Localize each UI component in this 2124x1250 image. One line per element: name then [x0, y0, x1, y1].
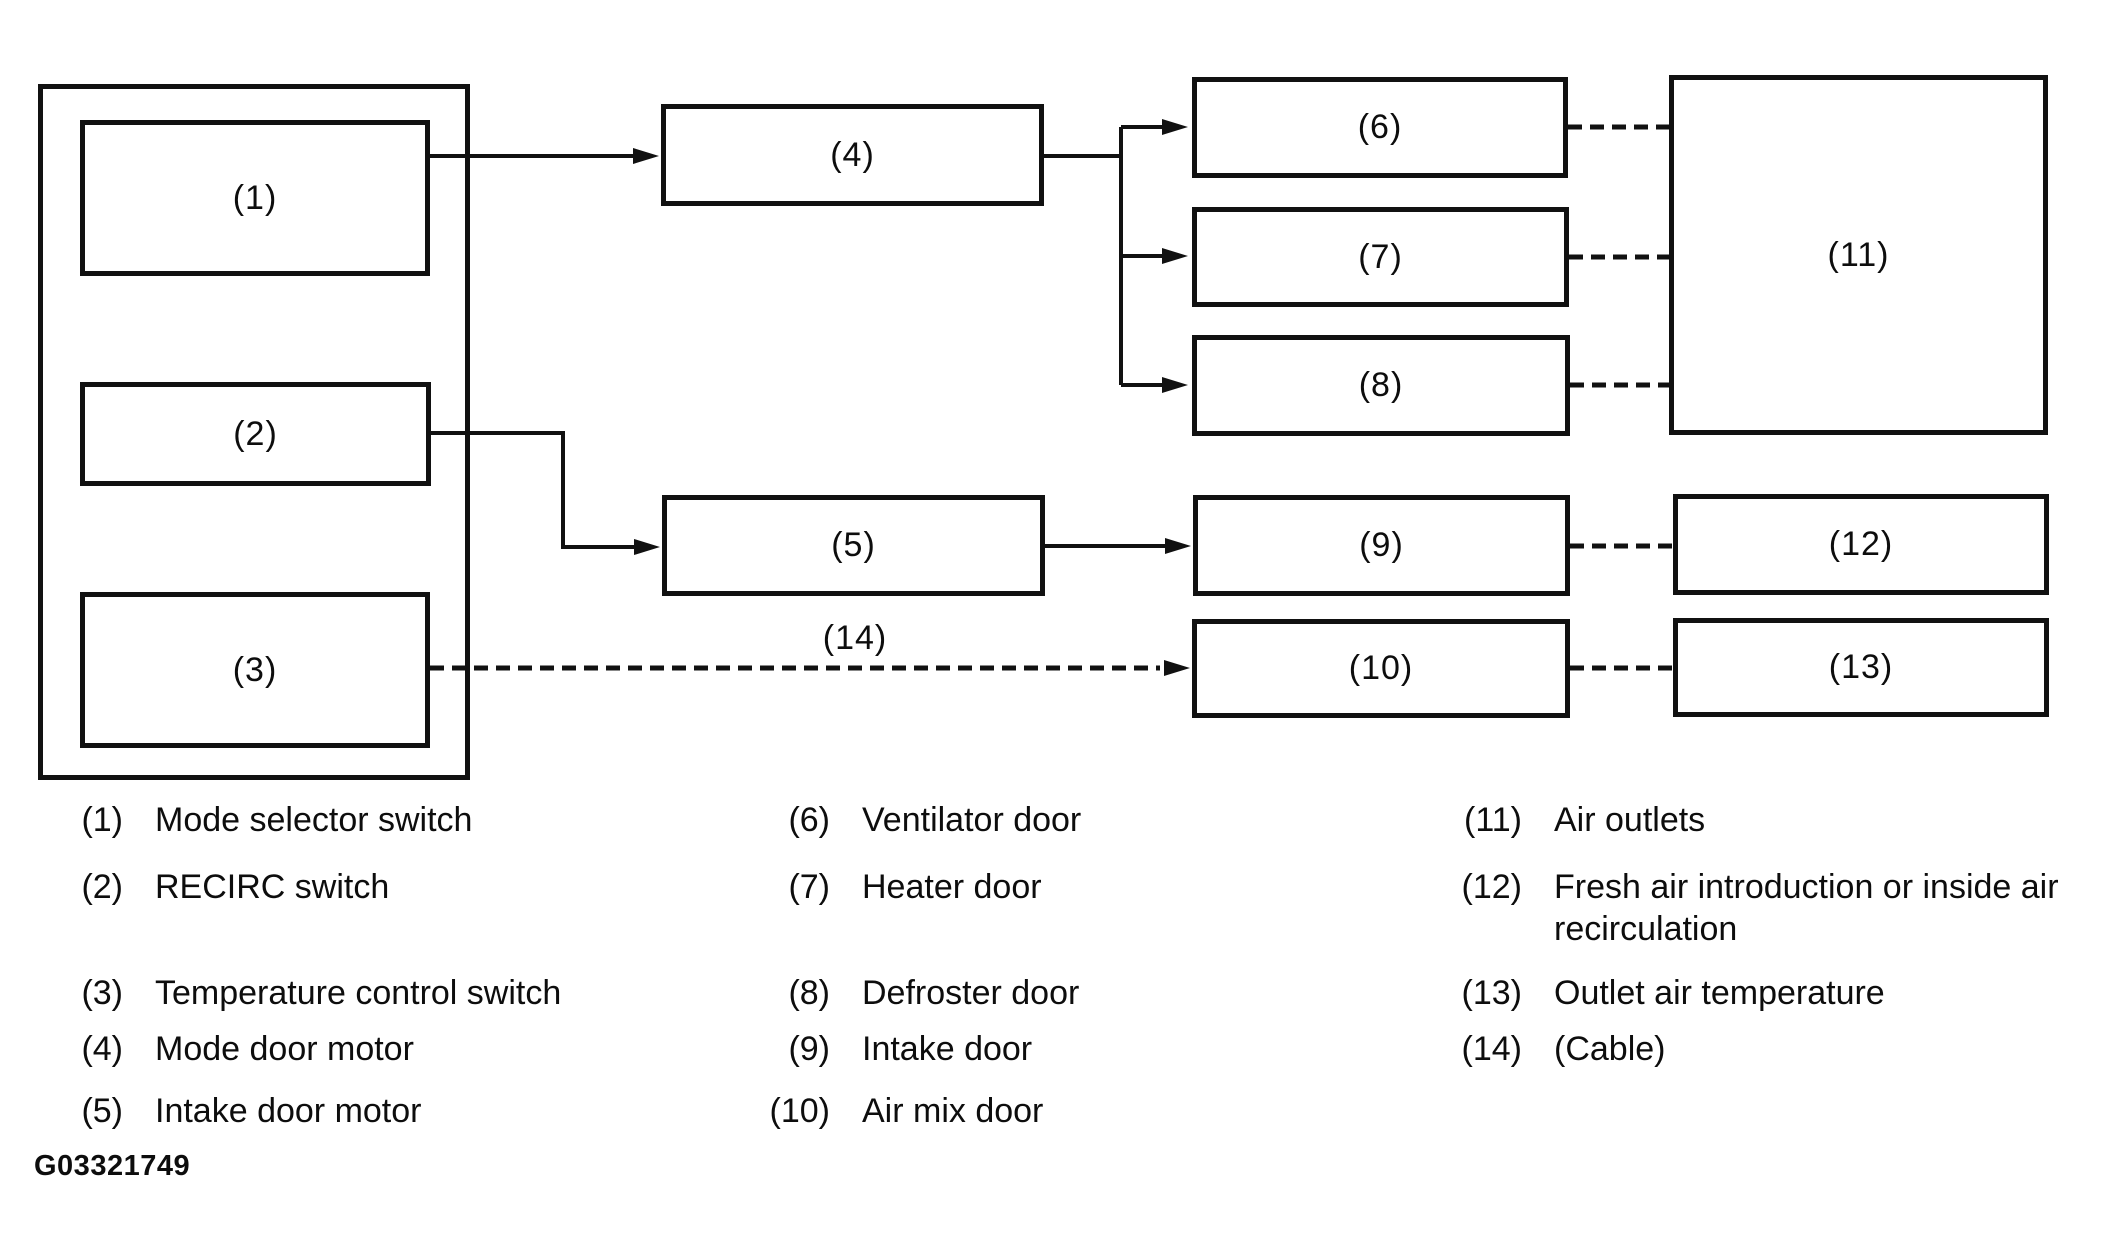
legend-num-1: (1) — [81, 801, 123, 839]
cable-14-label: (14) — [822, 619, 888, 657]
arrowhead-into-10 — [1164, 660, 1190, 676]
legend-item-1: (1) Mode selector switch — [28, 799, 472, 841]
box-13-label: (13) — [1828, 648, 1894, 686]
arrowhead-into-8 — [1162, 377, 1188, 393]
box-1-mode-selector-switch: (1) — [80, 120, 430, 276]
legend-label-14: (Cable) — [1554, 1030, 1666, 1068]
legend-label-13: Outlet air temperature — [1554, 974, 1885, 1012]
legend-item-13: (13) Outlet air temperature — [1418, 972, 1885, 1014]
legend-label-4: Mode door motor — [155, 1030, 414, 1068]
legend-item-14: (14) (Cable) — [1418, 1028, 1666, 1070]
legend-item-12: (12) Fresh air introduction or inside ai… — [1418, 866, 2124, 950]
legend-num-8: (8) — [788, 974, 830, 1012]
box-11-label: (11) — [1827, 235, 1890, 274]
legend-num-5: (5) — [81, 1092, 123, 1130]
legend-item-2: (2) RECIRC switch — [28, 866, 389, 908]
edge-2-5 — [431, 431, 634, 549]
legend-num-14: (14) — [1461, 1030, 1522, 1068]
box-8-label: (8) — [1358, 366, 1404, 404]
legend-num-10: (10) — [769, 1092, 830, 1130]
legend-item-9: (9) Intake door — [728, 1028, 1032, 1070]
control-switch-group-box — [38, 84, 470, 780]
legend-num-2: (2) — [81, 868, 123, 906]
legend-label-11: Air outlets — [1554, 801, 1706, 839]
box-8-defroster-door: (8) — [1192, 335, 1570, 436]
legend-label-5: Intake door motor — [155, 1092, 422, 1130]
legend-label-1: Mode selector switch — [155, 801, 473, 839]
legend-label-10: Air mix door — [862, 1092, 1044, 1130]
legend-item-8: (8) Defroster door — [728, 972, 1079, 1014]
box-4-label: (4) — [830, 135, 875, 174]
legend-item-7: (7) Heater door — [728, 866, 1042, 908]
box-5-intake-door-motor: (5) — [662, 495, 1045, 596]
box-10-air-mix-door: (10) — [1192, 619, 1570, 718]
box-3-label: (3) — [232, 650, 278, 689]
box-12-fresh-air-introduction: (12) — [1673, 494, 2049, 595]
legend-item-10: (10) Air mix door — [728, 1090, 1044, 1132]
box-9-label: (9) — [1359, 526, 1404, 564]
legend-label-12: Fresh air introduction or inside air rec… — [1554, 868, 2059, 948]
box-10-label: (10) — [1348, 649, 1414, 687]
legend-label-9: Intake door — [862, 1030, 1033, 1068]
arrowhead-into-9 — [1165, 538, 1191, 554]
box-7-heater-door: (7) — [1192, 207, 1569, 307]
legend-item-3: (3) Temperature control switch — [28, 972, 561, 1014]
legend-label-7: Heater door — [862, 868, 1042, 906]
legend-num-6: (6) — [788, 801, 830, 839]
legend-num-3: (3) — [81, 974, 123, 1012]
box-13-outlet-air-temperature: (13) — [1673, 618, 2049, 717]
legend-item-4: (4) Mode door motor — [28, 1028, 414, 1070]
box-6-ventilator-door: (6) — [1192, 77, 1568, 178]
arrowhead-into-5 — [634, 539, 660, 555]
legend-num-13: (13) — [1461, 974, 1522, 1012]
legend-label-8: Defroster door — [862, 974, 1080, 1012]
legend-item-11: (11) Air outlets — [1418, 799, 1705, 841]
legend-label-2: RECIRC switch — [155, 868, 390, 906]
box-9-intake-door: (9) — [1193, 495, 1570, 596]
box-4-mode-door-motor: (4) — [661, 104, 1044, 206]
box-7-label: (7) — [1358, 237, 1403, 276]
legend-num-12: (12) — [1461, 868, 1522, 906]
box-5-label: (5) — [831, 526, 876, 564]
box-3-temperature-control-switch: (3) — [80, 592, 430, 748]
legend-num-11: (11) — [1464, 801, 1522, 839]
box-6-label: (6) — [1357, 108, 1403, 146]
box-2-label: (2) — [233, 414, 278, 453]
box-11-air-outlets: (11) — [1669, 75, 2048, 435]
legend-label-6: Ventilator door — [862, 801, 1082, 839]
legend-num-7: (7) — [788, 868, 830, 906]
legend-item-5: (5) Intake door motor — [28, 1090, 421, 1132]
box-12-label: (12) — [1828, 525, 1894, 563]
legend-num-9: (9) — [788, 1030, 830, 1068]
box-2-recirc-switch: (2) — [80, 382, 431, 486]
legend-item-6: (6) Ventilator door — [728, 799, 1081, 841]
arrowhead-into-7 — [1162, 248, 1188, 264]
arrowhead-into-6 — [1162, 119, 1188, 135]
legend-num-4: (4) — [81, 1030, 123, 1068]
box-1-label: (1) — [232, 178, 278, 217]
arrowhead-into-4 — [633, 148, 659, 164]
legend-label-3: Temperature control switch — [155, 974, 562, 1012]
figure-code: G03321749 — [34, 1150, 191, 1182]
